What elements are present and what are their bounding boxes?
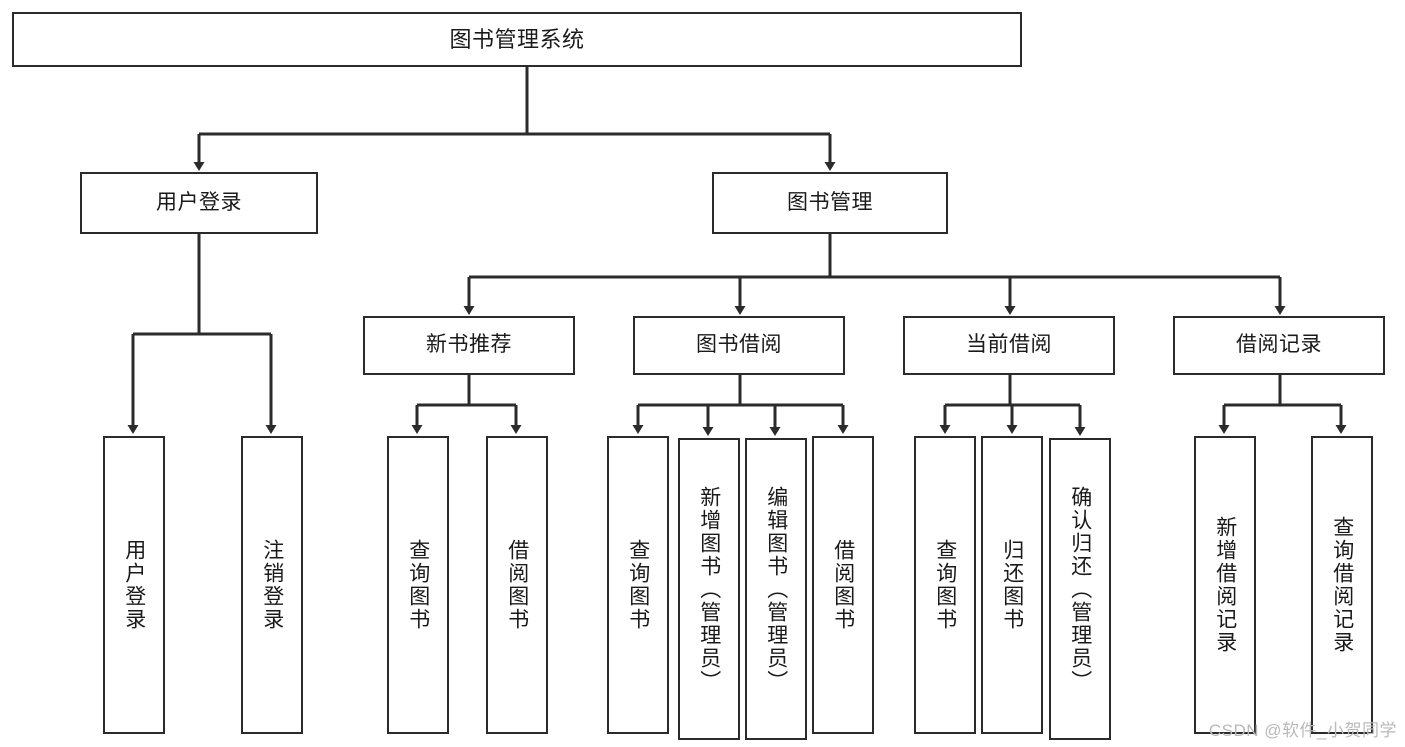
node-label: 确认归还（管理员） (1068, 485, 1092, 693)
node-label: 借阅记录 (1236, 333, 1322, 357)
leaf-book-borrow-add[interactable]: 新增图书（管理员） (678, 438, 740, 740)
node-book-management[interactable]: 图书管理 (712, 172, 948, 234)
leaf-borrow-record-add[interactable]: 新增借阅记录 (1194, 436, 1256, 734)
node-label: 图书借阅 (696, 333, 782, 357)
node-label: 编辑图书（管理员） (764, 485, 788, 693)
node-label: 图书管理 (787, 190, 873, 214)
leaf-book-borrow-edit[interactable]: 编辑图书（管理员） (745, 438, 807, 740)
node-label: 新书推荐 (426, 333, 512, 357)
node-label: 用户登录 (122, 539, 146, 631)
leaf-current-borrow-query[interactable]: 查询图书 (914, 436, 976, 734)
node-label: 注销登录 (260, 539, 284, 631)
node-book-borrow[interactable]: 图书借阅 (633, 316, 845, 375)
node-label: 新增借阅记录 (1213, 516, 1237, 654)
leaf-user-login-logout[interactable]: 注销登录 (241, 436, 303, 734)
node-root-system[interactable]: 图书管理系统 (12, 12, 1022, 67)
node-label: 查询借阅记录 (1330, 516, 1354, 654)
node-label: 归还图书 (1000, 539, 1024, 631)
node-borrow-record[interactable]: 借阅记录 (1173, 316, 1385, 375)
node-label: 查询图书 (626, 539, 650, 631)
leaf-current-borrow-confirm-return[interactable]: 确认归还（管理员） (1049, 438, 1111, 740)
leaf-borrow-record-query[interactable]: 查询借阅记录 (1311, 436, 1373, 734)
leaf-new-book-borrow[interactable]: 借阅图书 (486, 436, 548, 734)
node-label: 用户登录 (156, 190, 242, 214)
node-label: 查询图书 (933, 539, 957, 631)
leaf-book-borrow-query[interactable]: 查询图书 (607, 436, 669, 734)
node-user-login[interactable]: 用户登录 (80, 172, 318, 234)
node-current-borrow[interactable]: 当前借阅 (903, 316, 1115, 375)
node-label: 当前借阅 (966, 333, 1052, 357)
leaf-new-book-query[interactable]: 查询图书 (387, 436, 449, 734)
node-label: 借阅图书 (505, 539, 529, 631)
node-label: 图书管理系统 (449, 26, 585, 52)
node-new-book-recommend[interactable]: 新书推荐 (363, 316, 575, 375)
node-label: 查询图书 (406, 539, 430, 631)
node-label: 新增图书（管理员） (697, 485, 721, 693)
node-label: 借阅图书 (831, 539, 855, 631)
leaf-book-borrow-borrow[interactable]: 借阅图书 (812, 436, 874, 734)
leaf-user-login-login[interactable]: 用户登录 (103, 436, 165, 734)
leaf-current-borrow-return[interactable]: 归还图书 (981, 436, 1043, 734)
